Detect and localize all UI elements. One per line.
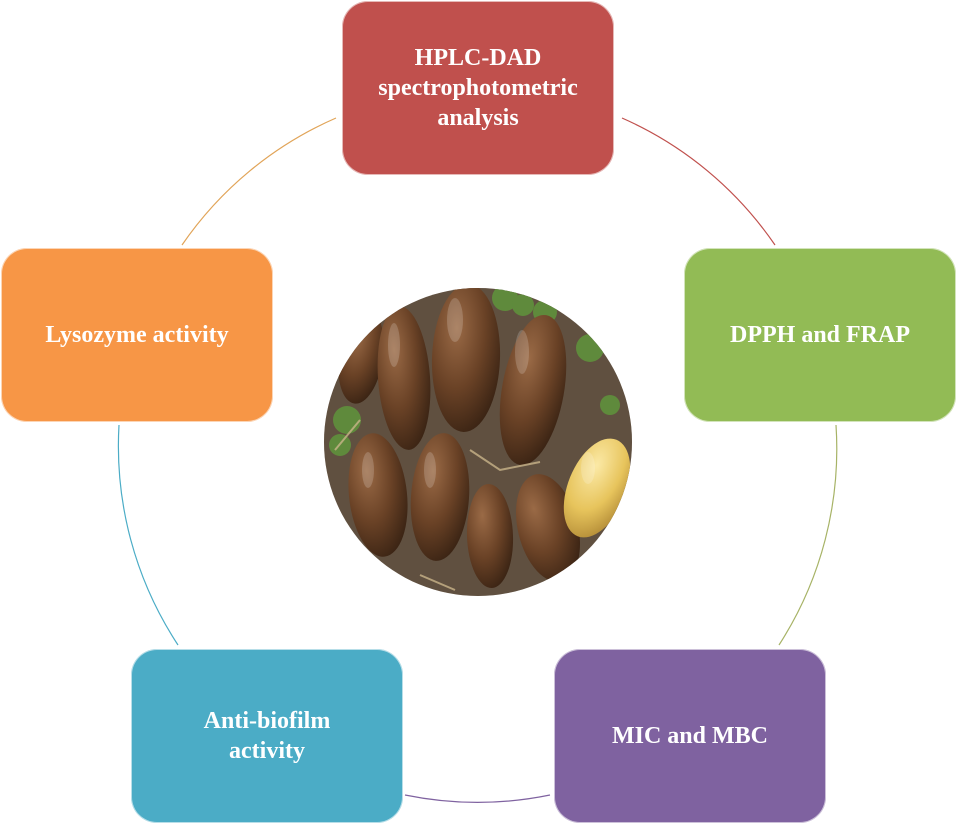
node-lysozyme-activity: Lysozyme activity <box>1 248 273 422</box>
node-biofilm-line-2: activity <box>229 738 305 764</box>
node-mic-mbc: MIC and MBC <box>554 649 826 823</box>
node-hplc-line-3: analysis <box>437 105 519 131</box>
node-hplc-dad-analysis: HPLC-DAD spectrophotometric analysis <box>342 1 614 175</box>
connector-lyso-to-hplc <box>181 117 337 246</box>
node-hplc-line-1: HPLC-DAD <box>414 45 542 71</box>
node-biofilm-line-1: Anti-biofilm <box>203 708 331 734</box>
connector-dpph-to-mic <box>778 424 838 646</box>
connector-mic-to-biofilm <box>404 794 551 803</box>
connector-hplc-to-dpph <box>621 117 776 246</box>
node-anti-biofilm-activity: Anti-biofilm activity <box>131 649 403 823</box>
node-hplc-line-2: spectrophotometric <box>378 75 578 101</box>
node-mic-label: MIC and MBC <box>611 723 768 749</box>
connector-biofilm-to-lyso <box>117 424 179 646</box>
node-lyso-label: Lysozyme activity <box>45 322 229 348</box>
node-dpph-frap: DPPH and FRAP <box>684 248 956 422</box>
node-dpph-label: DPPH and FRAP <box>730 322 910 348</box>
